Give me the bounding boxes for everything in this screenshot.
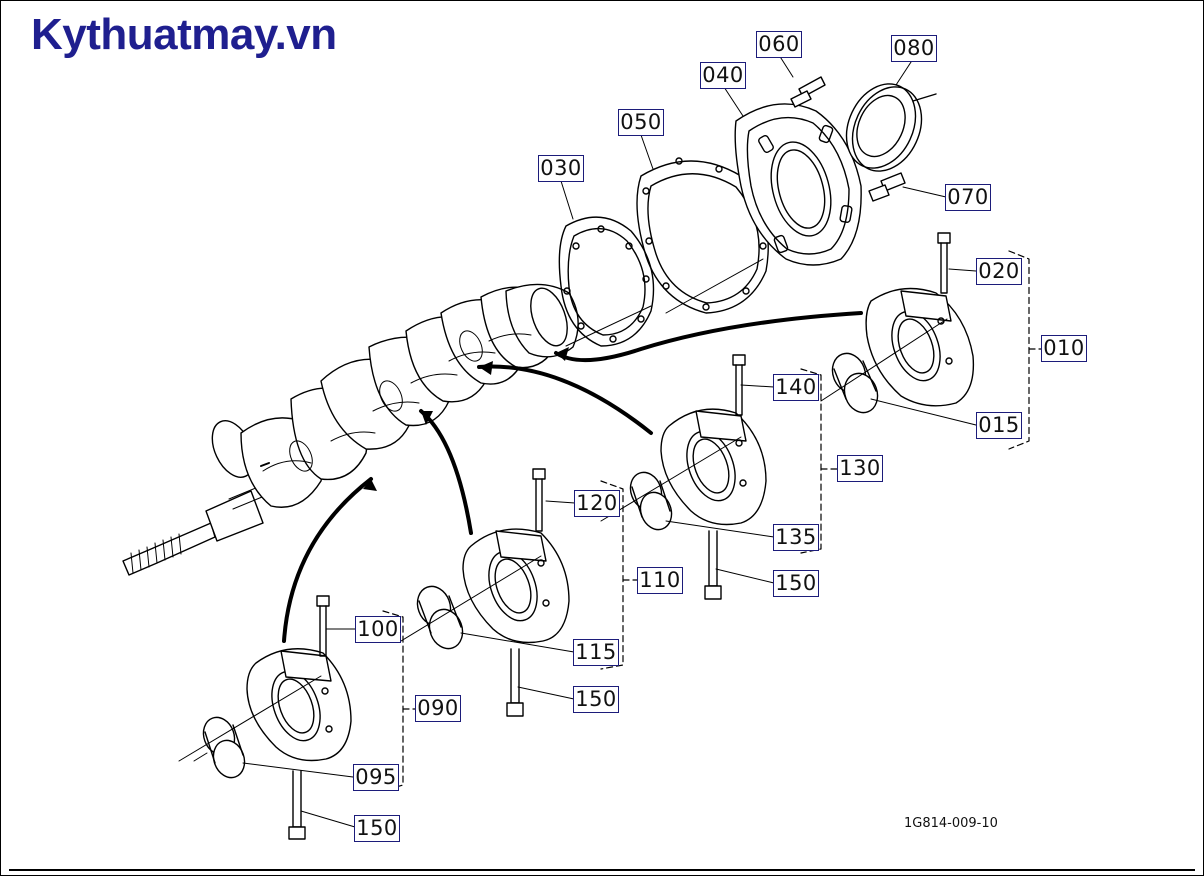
bolt-150-upper	[704, 530, 722, 600]
part-label-070[interactable]: 070	[945, 184, 991, 211]
part-label-040[interactable]: 040	[700, 62, 746, 89]
part-label-010[interactable]: 010	[1041, 335, 1087, 362]
part-label-080[interactable]: 080	[891, 35, 937, 62]
part-label-100[interactable]: 100	[355, 616, 401, 643]
bearing-015	[831, 352, 879, 414]
part-label-015[interactable]: 015	[976, 412, 1022, 439]
leader-lines	[178, 54, 977, 828]
part-label-140[interactable]: 140	[773, 374, 819, 401]
part-label-150-lower[interactable]: 150	[354, 815, 400, 842]
bolt-060	[790, 76, 826, 108]
seal-case-040	[734, 103, 862, 266]
part-label-060[interactable]: 060	[756, 31, 802, 58]
crankshaft	[122, 283, 579, 576]
main-bearing-case-090	[246, 648, 352, 762]
oil-seal-080	[845, 83, 937, 172]
brand-logo: Kythuatmay.vn	[31, 10, 337, 59]
bolt-020	[937, 232, 951, 294]
gasket-030	[558, 216, 655, 347]
main-bearing-case-110	[462, 528, 570, 644]
part-label-110[interactable]: 110	[637, 567, 683, 594]
part-label-090[interactable]: 090	[415, 695, 461, 722]
part-label-030[interactable]: 030	[538, 155, 584, 182]
bolt-070	[868, 172, 906, 202]
part-label-135[interactable]: 135	[773, 524, 819, 551]
part-label-020[interactable]: 020	[976, 258, 1022, 285]
gasket-050	[636, 157, 769, 314]
bolt-150-middle	[506, 648, 524, 717]
group-brackets	[382, 250, 1042, 792]
part-label-120[interactable]: 120	[574, 490, 620, 517]
part-label-050[interactable]: 050	[618, 109, 664, 136]
part-label-095[interactable]: 095	[353, 764, 399, 791]
bolt-100	[316, 595, 330, 657]
bolt-140	[732, 354, 746, 416]
main-bearing-case-010	[865, 287, 975, 407]
bearing-135	[629, 471, 673, 531]
frame-border-bottom	[9, 869, 1195, 871]
main-bearing-case-130	[660, 408, 767, 526]
bolt-150-lower	[288, 770, 306, 840]
part-label-115[interactable]: 115	[573, 639, 619, 666]
bolt-120	[532, 468, 546, 532]
part-label-150-middle[interactable]: 150	[573, 686, 619, 713]
part-label-150-upper[interactable]: 150	[773, 570, 819, 597]
drawing-code: 1G814-009-10	[904, 816, 998, 831]
bearing-095	[202, 716, 246, 779]
part-label-130[interactable]: 130	[837, 455, 883, 482]
